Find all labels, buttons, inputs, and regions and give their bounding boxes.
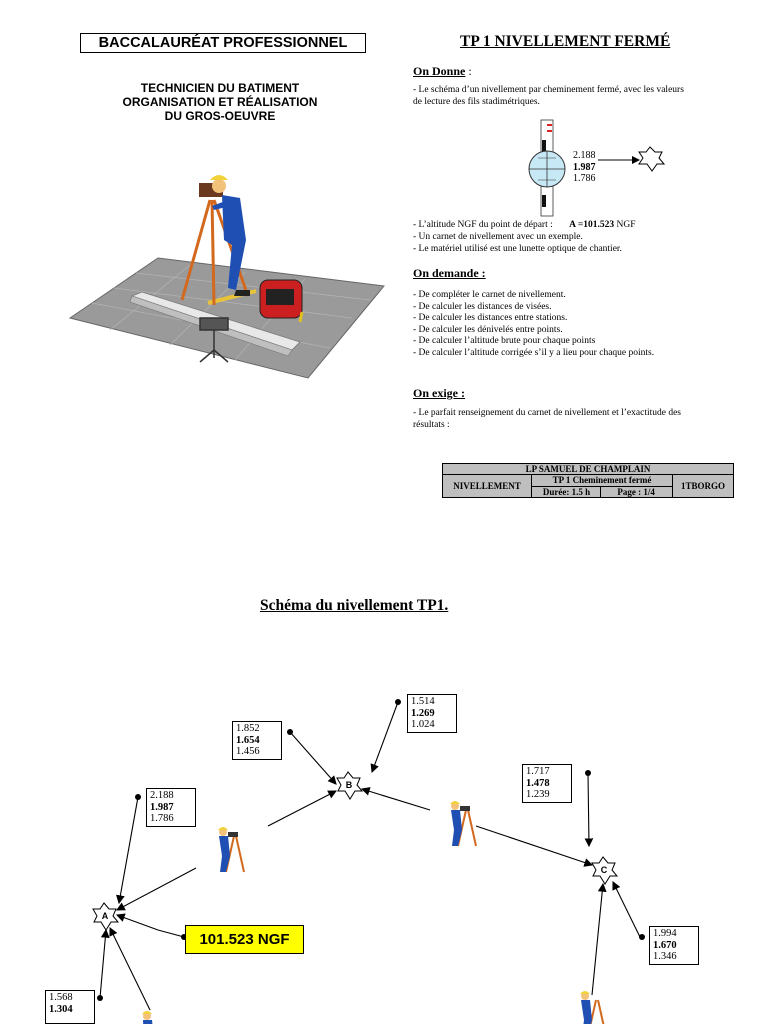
surveyor-icon-station-2 [450, 801, 477, 847]
reading-lower: 1.239 [526, 789, 550, 800]
reading-middle: 1.670 [653, 939, 677, 951]
school-cell: LP SAMUEL DE CHAMPLAIN [442, 463, 734, 475]
tripod [180, 199, 250, 306]
point-b-marker [336, 771, 364, 800]
reading-box-b1: 1.852 1.654 1.456 [232, 721, 282, 760]
duration-page-cell: Durée: 1.5 h Page : 1/4 [531, 485, 673, 498]
text-line: résultats : [413, 419, 450, 430]
subtitle-line: ORGANISATION ET RÉALISATION [122, 95, 318, 109]
reading-box-a2: 1.568 1.304 [45, 990, 95, 1024]
list-item: - De compléter le carnet de nivellement. [413, 290, 566, 300]
bac-title: BACCALAURÉAT PROFESSIONNEL [80, 33, 366, 53]
reading-upper: 2.188 [573, 150, 596, 161]
reading-middle: 1.654 [236, 734, 260, 746]
tp-title: TP 1 NIVELLEMENT FERMÉ [460, 33, 671, 50]
on-donne-text: - Le schéma d’un nivellement par chemine… [413, 85, 684, 108]
text-line: - Le matériel utilisé est une lunette op… [413, 243, 622, 254]
on-demande-heading: On demande : [413, 266, 486, 280]
point-a-schema-marker [92, 902, 120, 931]
subtitle-line: TECHNICIEN DU BATIMENT [140, 81, 300, 95]
point-c-marker [591, 856, 619, 885]
staff-readings: 2.188 1.987 1.786 [573, 150, 596, 185]
schema-network [99, 701, 641, 1011]
list-item: - De calculer l’altitude corrigée s’il y… [413, 347, 655, 358]
surveyor-worker [210, 175, 250, 296]
subtitle-line: DU GROS-OEUVRE [164, 109, 276, 123]
surveyor-icon-station-4 [142, 1011, 153, 1024]
reading-middle: 1.478 [526, 777, 550, 789]
reading-box-a1: 2.188 1.987 1.786 [146, 788, 196, 827]
on-donne-heading: On Donne [413, 64, 466, 78]
reading-upper: 1.994 [653, 928, 677, 939]
duration: Durée: 1.5 h [533, 486, 602, 497]
reading-middle: 1.304 [49, 1003, 73, 1015]
surveyor-icon-station-1 [218, 827, 245, 873]
page-number: Page : 1/4 [617, 486, 655, 497]
reading-middle: 1.987 [150, 801, 174, 813]
list-item: - De calculer les distances entre statio… [413, 313, 568, 323]
text-line: - Le schéma d’un nivellement par chemine… [413, 85, 684, 95]
survey-scene-illustration [68, 175, 385, 379]
code-cell: 1TBORGO [672, 474, 734, 498]
text-line: - Un carnet de nivellement avec un exemp… [413, 232, 583, 242]
reading-box-b2: 1.514 1.269 1.024 [407, 694, 457, 733]
point-c-label: C [600, 865, 608, 875]
altitude-line: - L’altitude NGF du point de départ : A … [413, 220, 636, 232]
staff-black-marks [542, 140, 546, 207]
front-level-device [199, 317, 229, 363]
reading-middle: 1.987 [573, 161, 596, 173]
reading-middle: 1.269 [411, 707, 435, 719]
schema-title: Schéma du nivellement TP1. [260, 597, 449, 614]
reading-upper: 1.514 [411, 696, 435, 707]
on-donne-section: On Donne : [413, 62, 472, 80]
list-item: - De calculer les dénivelés entre points… [413, 324, 563, 335]
text-line: - Le parfait renseignement du carnet de … [413, 408, 681, 418]
point-a-label: A [101, 911, 109, 921]
on-exige-text: - Le parfait renseignement du carnet de … [413, 408, 681, 431]
subject-cell: NIVELLEMENT [442, 474, 532, 498]
staff-lens-illustration [528, 119, 666, 217]
point-a-marker [638, 146, 666, 172]
program-subtitle: TECHNICIEN DU BATIMENT ORGANISATION ET R… [100, 81, 340, 123]
text-line: de lecture des fils stadimétriques. [413, 96, 540, 107]
reading-lower: 1.786 [573, 173, 596, 184]
reading-box-c1: 1.717 1.478 1.239 [522, 764, 572, 803]
list-item: - De calculer les distances de visées. [413, 301, 552, 312]
altitude-unit: NGF [614, 220, 636, 230]
reading-lower: 1.786 [150, 813, 174, 824]
reading-anchor-dots [97, 699, 645, 1001]
info-table: LP SAMUEL DE CHAMPLAIN NIVELLEMENT TP 1 … [442, 463, 734, 498]
tape-measure [259, 279, 304, 323]
reading-lower: 1.024 [411, 719, 435, 730]
point-b-label: B [345, 780, 353, 790]
on-donne-more: - Un carnet de nivellement avec un exemp… [413, 232, 622, 255]
reading-upper: 1.852 [236, 723, 260, 734]
reading-lower: 1.456 [236, 746, 260, 757]
ngf-altitude-label: 101.523 NGF [185, 925, 304, 954]
altitude-label: - L’altitude NGF du point de départ : [413, 220, 553, 230]
reading-upper: 1.717 [526, 766, 550, 777]
reading-box-c2: 1.994 1.670 1.346 [649, 926, 699, 965]
reading-upper: 2.188 [150, 790, 174, 801]
on-donne-colon: : [465, 64, 472, 78]
altitude-value: A =101.523 [569, 220, 615, 230]
reading-upper: 1.568 [49, 992, 73, 1003]
surveyor-icon-station-3 [580, 991, 605, 1024]
on-exige-heading: On exige : [413, 386, 465, 400]
on-demande-list: - De compléter le carnet de nivellement.… [413, 290, 654, 359]
list-item: - De calculer l’altitude brute pour chaq… [413, 336, 596, 346]
reading-lower: 1.346 [653, 951, 677, 962]
